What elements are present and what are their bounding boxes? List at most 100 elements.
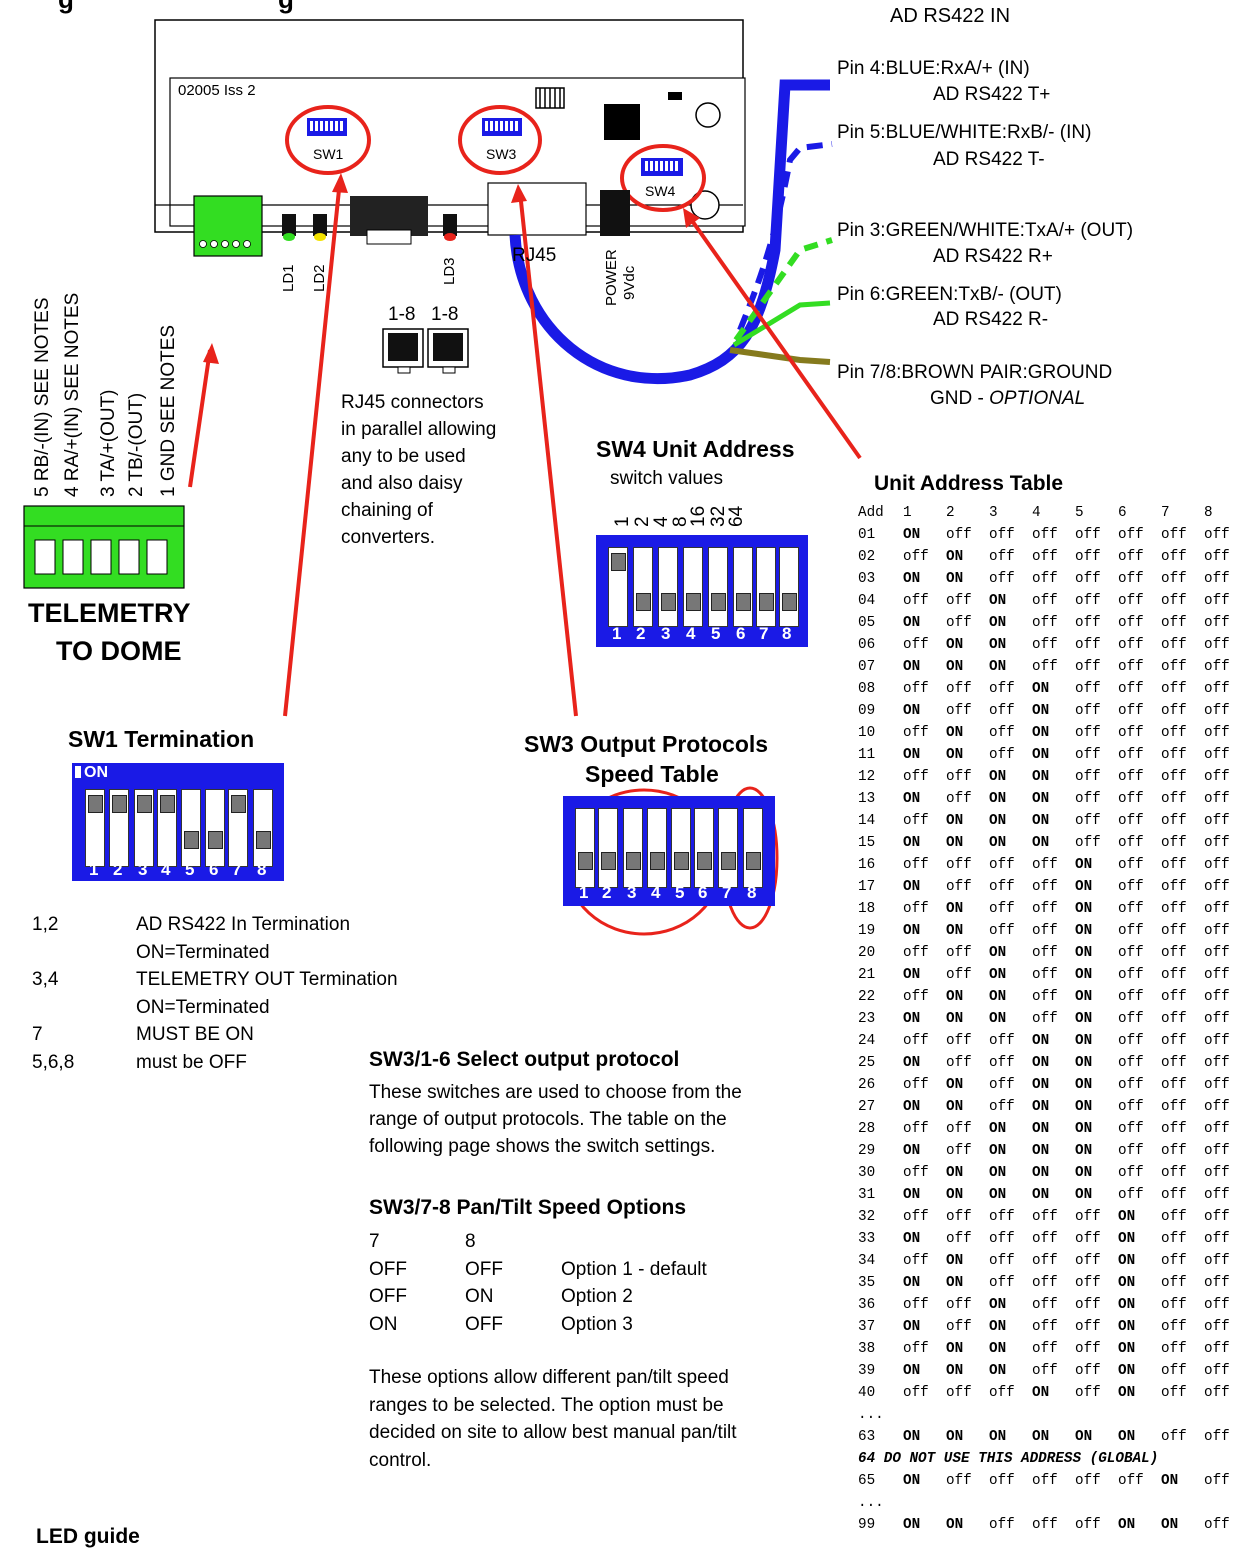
pin-6-function: AD RS422 R- <box>933 309 1049 330</box>
address-table-cell: 1 <box>903 505 912 521</box>
address-table-cell: off <box>1161 857 1187 873</box>
address-table-cell: ON <box>903 1473 921 1489</box>
address-table-cell: 20 <box>858 945 876 961</box>
sw1-toggle-7[interactable] <box>231 795 246 813</box>
address-table-cell: off <box>1075 659 1101 675</box>
address-table-row: ... <box>858 1492 1247 1514</box>
address-table-cell: off <box>1075 615 1101 631</box>
sw4-toggle-2[interactable] <box>636 593 651 611</box>
sw1-toggle-5[interactable] <box>184 831 199 849</box>
address-table-cell: off <box>946 1473 972 1489</box>
address-table-cell: off <box>1204 923 1230 939</box>
address-table-cell: off <box>1161 593 1187 609</box>
address-table-cell: ON <box>1032 1121 1050 1137</box>
address-table-cell: off <box>1161 637 1187 653</box>
address-table-cell: off <box>1075 835 1101 851</box>
address-table-cell: off <box>1032 1297 1058 1313</box>
address-table-cell: 04 <box>858 593 876 609</box>
address-table-cell: off <box>1032 1253 1058 1269</box>
address-table-cell: off <box>1075 813 1101 829</box>
address-table-cell: off <box>1075 571 1101 587</box>
green-wire <box>732 300 831 348</box>
address-table-cell: off <box>989 1231 1015 1247</box>
address-table-cell: off <box>946 703 972 719</box>
sw4-toggle-5[interactable] <box>711 593 726 611</box>
sw3-num: 5 <box>675 883 685 902</box>
address-table-cell: ON <box>989 835 1007 851</box>
sw4-toggle-4[interactable] <box>686 593 701 611</box>
address-table-cell: ON <box>1118 1341 1136 1357</box>
address-table-cell: off <box>1032 1473 1058 1489</box>
power-label: POWER <box>603 249 620 306</box>
address-table-cell: ON <box>989 813 1007 829</box>
address-table-cell: off <box>946 1143 972 1159</box>
address-table-cell: 26 <box>858 1077 876 1093</box>
address-table-cell: ON <box>989 945 1007 961</box>
rj45-port-label-2: 1-8 <box>431 304 459 325</box>
sw1-toggle-6[interactable] <box>208 831 223 849</box>
address-table-cell: 07 <box>858 659 876 675</box>
address-table-cell: off <box>1161 681 1187 697</box>
address-table-cell: off <box>946 1385 972 1401</box>
address-table-cell: ON <box>1032 1099 1050 1115</box>
address-table-cell: ON <box>1161 1517 1179 1533</box>
sw4-toggle-1[interactable] <box>611 553 626 571</box>
sw1-toggle-1[interactable] <box>88 795 103 813</box>
address-table-cell: off <box>1075 549 1101 565</box>
sw3-title: SW3 Output Protocols <box>524 731 769 757</box>
sw3-toggle-5[interactable] <box>674 852 689 870</box>
sw3-num: 6 <box>698 883 708 902</box>
sw3-toggle-8[interactable] <box>746 852 761 870</box>
address-table-cell: off <box>1161 1385 1187 1401</box>
sw1-toggle-4[interactable] <box>160 795 175 813</box>
pin-3-function: AD RS422 R+ <box>933 246 1053 267</box>
speed-line: control. <box>369 1449 432 1471</box>
sw4-toggle-8[interactable] <box>782 593 797 611</box>
address-table-cell: off <box>1118 1099 1144 1115</box>
address-table-cell: off <box>1161 1099 1187 1115</box>
address-table-title: Unit Address Table <box>874 472 1064 495</box>
sw1-note-text: ON=Terminated <box>136 941 270 963</box>
sw4-toggle-6[interactable] <box>736 593 751 611</box>
address-table-cell: off <box>1204 1473 1230 1489</box>
sw1-toggle-2[interactable] <box>112 795 127 813</box>
sw3-toggle-4[interactable] <box>650 852 665 870</box>
address-table-cell: off <box>1118 615 1144 631</box>
chip <box>604 104 640 140</box>
address-table-cell: ON <box>1032 1429 1050 1445</box>
address-table-cell: ON <box>946 1011 964 1027</box>
pin-78-function: GND - OPTIONAL <box>930 388 1086 409</box>
sw4-toggle-3[interactable] <box>661 593 676 611</box>
address-table-cell: ON <box>903 835 921 851</box>
address-table-cell: 99 <box>858 1517 876 1533</box>
rj45-info-line: and also daisy <box>341 473 463 494</box>
address-table-cell: off <box>1161 923 1187 939</box>
sw4-toggle-7[interactable] <box>759 593 774 611</box>
address-table-cell: 37 <box>858 1319 876 1335</box>
address-table-cell: 24 <box>858 1033 876 1049</box>
address-table-cell: ON <box>1075 1033 1093 1049</box>
speed-line: decided on site to allow best manual pan… <box>369 1422 737 1443</box>
address-table-cell: off <box>1161 1231 1187 1247</box>
sw3-highlight <box>458 105 542 175</box>
sw3-toggle-3[interactable] <box>626 852 641 870</box>
address-table-cell: 39 <box>858 1363 876 1379</box>
address-table-cell: 09 <box>858 703 876 719</box>
sw4-dip-switch: 1 2 3 4 5 6 7 8 <box>596 535 808 647</box>
sw3-toggle-2[interactable] <box>601 852 616 870</box>
sw1-toggle-3[interactable] <box>137 795 152 813</box>
address-table-cell: off <box>989 747 1015 763</box>
sw3-toggle-6[interactable] <box>697 852 712 870</box>
sw3-toggle-1[interactable] <box>578 852 593 870</box>
sw3-toggle-7[interactable] <box>721 852 736 870</box>
sw1-toggle-8[interactable] <box>256 831 271 849</box>
